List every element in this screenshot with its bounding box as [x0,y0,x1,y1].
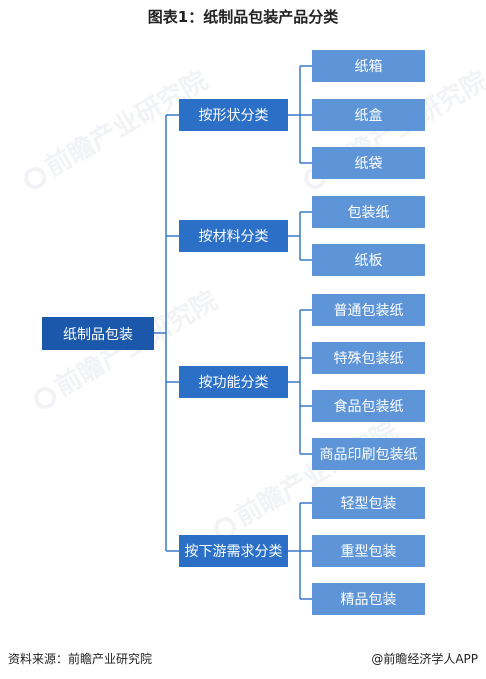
brand-note: @前瞻经济学人APP [371,652,478,666]
item-paperboard: 纸板 [312,244,425,276]
source-note: 资料来源：前瞻产业研究院 [8,652,153,666]
root-node: 纸制品包装 [42,317,154,350]
item-wrapping-paper: 包装纸 [312,196,425,228]
item-printed-wrapping: 商品印刷包装纸 [312,438,425,470]
item-special-wrapping: 特殊包装纸 [312,342,425,374]
item-bag: 纸袋 [312,147,425,179]
chart-title: 图表1：纸制品包装产品分类 [147,8,339,26]
item-general-wrapping: 普通包装纸 [312,294,425,326]
item-carton: 纸箱 [312,50,425,82]
category-function: 按功能分类 [179,366,288,398]
item-box: 纸盒 [312,99,425,131]
category-material: 按材料分类 [179,220,288,252]
item-heavy-packaging: 重型包装 [312,535,425,567]
category-downstream: 按下游需求分类 [179,535,288,567]
category-shape: 按形状分类 [179,99,288,131]
item-food-wrapping: 食品包装纸 [312,390,425,422]
item-premium-packaging: 精品包装 [312,583,425,615]
item-light-packaging: 轻型包装 [312,487,425,519]
